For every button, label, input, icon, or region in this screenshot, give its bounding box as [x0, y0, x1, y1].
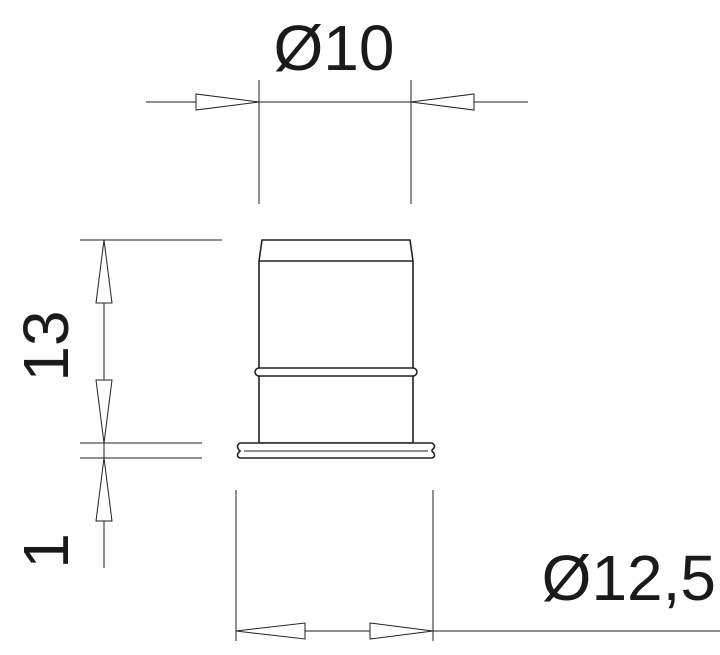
bottom-diameter-label: Ø12,5	[542, 542, 716, 614]
flange-thickness-label: 1	[10, 533, 82, 569]
vertical-dimensions: 13 1	[10, 239, 222, 569]
top-diameter-dimension: Ø10	[146, 12, 528, 204]
arrow-13-top	[95, 239, 113, 304]
arrow-right	[369, 622, 434, 640]
arrow-left	[235, 622, 306, 640]
arrow-right	[410, 93, 475, 111]
arrow-left	[195, 93, 260, 111]
bottom-diameter-dimension: Ø12,5	[235, 490, 720, 641]
sleeve-body	[258, 239, 414, 444]
top-diameter-label: Ø10	[274, 12, 395, 84]
sleeve-ring	[254, 367, 418, 377]
arrow-1	[95, 457, 113, 522]
height-label: 13	[10, 310, 82, 381]
sleeve-part	[236, 239, 436, 459]
arrow-13-bottom	[95, 379, 113, 444]
